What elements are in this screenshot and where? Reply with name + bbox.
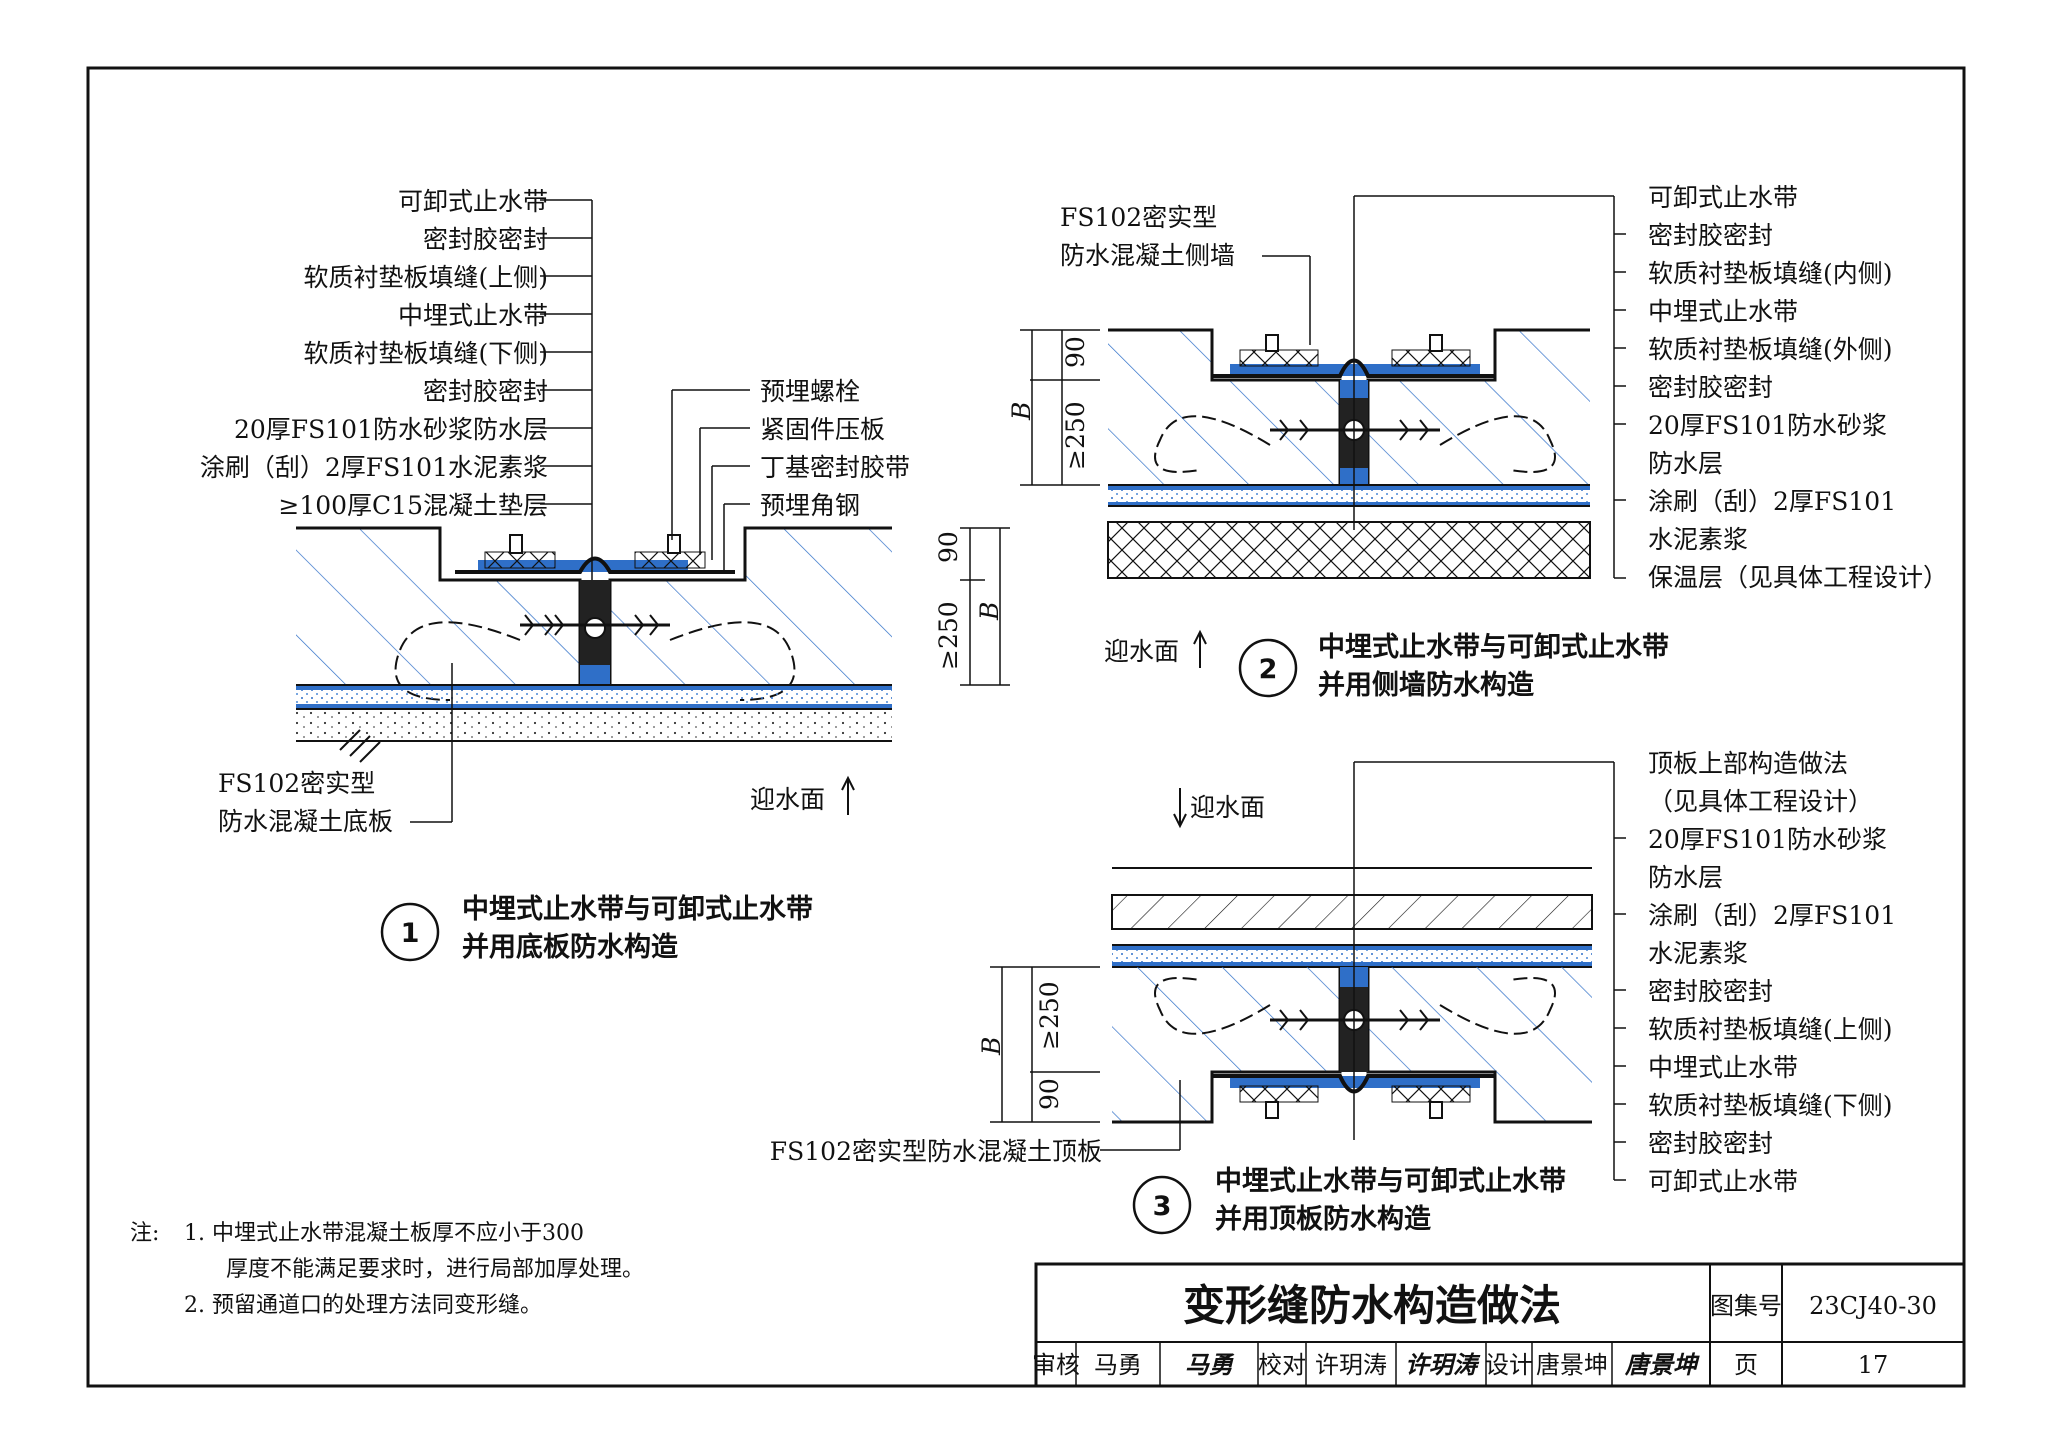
d3-number: 3 [1153, 1191, 1172, 1222]
dim-b-d2: B [1007, 402, 1036, 421]
center-bulb [584, 617, 606, 639]
d2-rlabel-9: 水泥素浆 [1648, 525, 1748, 554]
dim-250-d2: ≥250 [1061, 401, 1090, 470]
designer-name: 唐景坤 [1536, 1351, 1608, 1379]
d3-rlabel-11: 可卸式止水带 [1648, 1167, 1798, 1196]
d1-label-4: 软质衬垫板填缝(下侧) [303, 339, 548, 368]
dim-b-d3: B [977, 1037, 1006, 1056]
note-1a: 1. 中埋式止水带混凝土板厚不应小于300 [184, 1221, 584, 1246]
checker-signature: 许玥涛 [1405, 1350, 1481, 1379]
note-1b: 厚度不能满足要求时，进行局部加厚处理。 [226, 1257, 644, 1282]
d1-label-0: 可卸式止水带 [398, 187, 548, 216]
d3-rlabel-9: 软质衬垫板填缝(下侧) [1648, 1091, 1893, 1120]
detail-3: 迎水面 B ≥250 90 FS102 [770, 749, 1896, 1235]
detail-2: B 90 ≥250 FS102密实型 防水混凝土侧墙 可卸式止水带 密封胶密封 … [1007, 183, 1948, 701]
d2-rlabel-5: 密封胶密封 [1648, 373, 1773, 402]
d2-rlabel-1: 密封胶密封 [1648, 221, 1773, 250]
d3-rlabel-1: （见具体工程设计） [1648, 787, 1873, 816]
dim-b-d1: B [975, 602, 1004, 621]
reviewer-name: 马勇 [1094, 1351, 1142, 1379]
check-label: 校对 [1258, 1351, 1306, 1379]
d3-caption-0: 中埋式止水带与可卸式止水带 [1215, 1165, 1566, 1197]
d3-rlabel-7: 软质衬垫板填缝(上侧) [1648, 1015, 1893, 1044]
sheet-frame [86, 66, 1966, 1388]
note-2: 2. 预留通道口的处理方法同变形缝。 [184, 1293, 542, 1318]
design-label: 设计 [1485, 1351, 1533, 1379]
d1-concrete-label-0: FS102密实型 [218, 769, 375, 798]
page-number: 17 [1858, 1351, 1889, 1379]
d3-rlabel-0: 顶板上部构造做法 [1648, 749, 1848, 778]
reviewer-signature: 马勇 [1185, 1350, 1235, 1379]
d1-label-3: 中埋式止水带 [398, 301, 548, 330]
d1-label-8: ≥100厚C15混凝土垫层 [278, 491, 548, 520]
d3-rlabel-3: 防水层 [1648, 863, 1723, 892]
d2-rlabel-0: 可卸式止水带 [1648, 183, 1798, 212]
dim-90-d1: 90 [934, 531, 963, 563]
page-label: 页 [1734, 1351, 1758, 1379]
d3-rlabel-6: 密封胶密封 [1648, 977, 1773, 1006]
d1-caption-1: 并用底板防水构造 [462, 931, 678, 963]
d2-concrete-label-0: FS102密实型 [1060, 203, 1217, 232]
d1-number: 1 [401, 918, 420, 949]
d1-label-5: 密封胶密封 [423, 377, 548, 406]
d3-concrete-label: FS102密实型防水混凝土顶板 [770, 1137, 1102, 1166]
d1-rlabel-3: 预埋角钢 [760, 491, 860, 520]
checker-name: 许玥涛 [1315, 1351, 1387, 1379]
dim-250-d3: ≥250 [1035, 981, 1064, 1050]
detail-1: 90 ≥250 B 可卸式止水带 密封胶密封 软质衬垫板填缝(上侧) 中埋式止水… [200, 187, 1010, 963]
d2-caption-0: 中埋式止水带与可卸式止水带 [1318, 631, 1669, 663]
d1-label-2: 软质衬垫板填缝(上侧) [303, 263, 548, 292]
title-block: 变形缝防水构造做法 图集号 23CJ40-30 审核 马勇 马勇 校对 许玥涛 … [1032, 1262, 1966, 1388]
slab-concrete-right [610, 528, 892, 685]
d2-rlabel-3: 中埋式止水带 [1648, 297, 1798, 326]
d3-rlabel-5: 水泥素浆 [1648, 939, 1748, 968]
detail-1-number-circle [380, 902, 440, 962]
d1-label-6: 20厚FS101防水砂浆防水层 [234, 415, 548, 444]
notes: 注: 1. 中埋式止水带混凝土板厚不应小于300 厚度不能满足要求时，进行局部加… [130, 1221, 644, 1318]
d3-rlabel-8: 中埋式止水带 [1648, 1053, 1798, 1082]
notes-prefix: 注: [130, 1221, 159, 1246]
detail-2-number-circle [1238, 638, 1298, 698]
atlas-number: 23CJ40-30 [1809, 1292, 1937, 1320]
d2-water-face: 迎水面 [1104, 637, 1179, 666]
d2-caption-1: 并用侧墙防水构造 [1318, 669, 1534, 701]
d2-concrete-label-1: 防水混凝土侧墙 [1060, 241, 1235, 270]
drawing-title: 变形缝防水构造做法 [1183, 1281, 1561, 1330]
d3-water-face: 迎水面 [1190, 793, 1265, 822]
d2-rlabel-7: 防水层 [1648, 449, 1723, 478]
d1-rlabel-2: 丁基密封胶带 [760, 453, 910, 482]
d2-rlabel-2: 软质衬垫板填缝(内侧) [1648, 259, 1893, 288]
d1-rlabel-0: 预埋螺栓 [760, 377, 860, 406]
d2-rlabel-6: 20厚FS101防水砂浆 [1648, 411, 1887, 440]
detail-3-number-circle [1132, 1175, 1192, 1235]
dim-250-d1: ≥250 [934, 601, 963, 670]
d1-caption-0: 中埋式止水带与可卸式止水带 [462, 893, 813, 925]
dim-90-d3: 90 [1035, 1078, 1064, 1110]
d2-rlabel-10: 保温层（见具体工程设计） [1648, 563, 1948, 592]
designer-signature: 唐景坤 [1624, 1350, 1700, 1379]
d2-rlabel-8: 涂刷（刮）2厚FS101 [1648, 487, 1896, 516]
dim-90-d2: 90 [1061, 336, 1090, 368]
d1-water-face: 迎水面 [750, 785, 825, 814]
d2-rlabel-4: 软质衬垫板填缝(外侧) [1648, 335, 1893, 364]
d1-label-1: 密封胶密封 [423, 225, 548, 254]
atlas-label: 图集号 [1710, 1292, 1782, 1320]
d1-label-7: 涂刷（刮）2厚FS101水泥素浆 [200, 453, 548, 482]
d1-concrete-label-1: 防水混凝土底板 [218, 807, 393, 836]
review-label: 审核 [1032, 1351, 1080, 1379]
d3-rlabel-2: 20厚FS101防水砂浆 [1648, 825, 1887, 854]
d1-rlabel-1: 紧固件压板 [760, 415, 885, 444]
d3-rlabel-10: 密封胶密封 [1648, 1129, 1773, 1158]
d3-rlabel-4: 涂刷（刮）2厚FS101 [1648, 901, 1896, 930]
slab-concrete [296, 528, 580, 685]
d3-caption-1: 并用顶板防水构造 [1215, 1203, 1431, 1235]
d2-number: 2 [1259, 654, 1278, 685]
